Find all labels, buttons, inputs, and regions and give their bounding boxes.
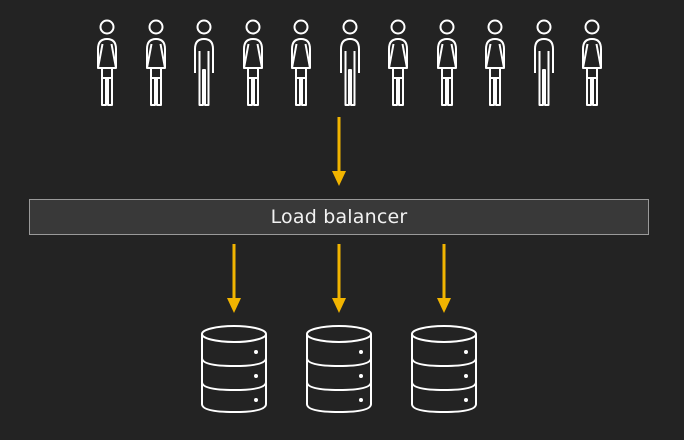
- arrow-down-icon: [227, 244, 241, 313]
- person-female-icon: [436, 19, 457, 106]
- database-icon: [201, 325, 267, 414]
- person-male-icon: [533, 19, 554, 106]
- person-female-icon: [145, 19, 166, 106]
- person-female-icon: [582, 19, 602, 106]
- person-female-icon: [485, 19, 505, 106]
- person-male-icon: [194, 19, 214, 106]
- arrow-down-icon: [332, 117, 346, 186]
- load-balancer-label: Load balancer: [270, 206, 408, 228]
- person-female-icon: [242, 19, 263, 106]
- person-male-icon: [339, 19, 360, 106]
- person-female-icon: [291, 19, 311, 106]
- arrow-down-icon: [437, 244, 451, 313]
- arrow-down-icon: [332, 244, 346, 313]
- person-female-icon: [388, 19, 408, 106]
- users-row: [0, 0, 684, 115]
- database-icon: [411, 325, 477, 414]
- person-female-icon: [97, 19, 117, 106]
- load-balancer-box: Load balancer: [29, 199, 649, 235]
- database-icon: [306, 325, 372, 414]
